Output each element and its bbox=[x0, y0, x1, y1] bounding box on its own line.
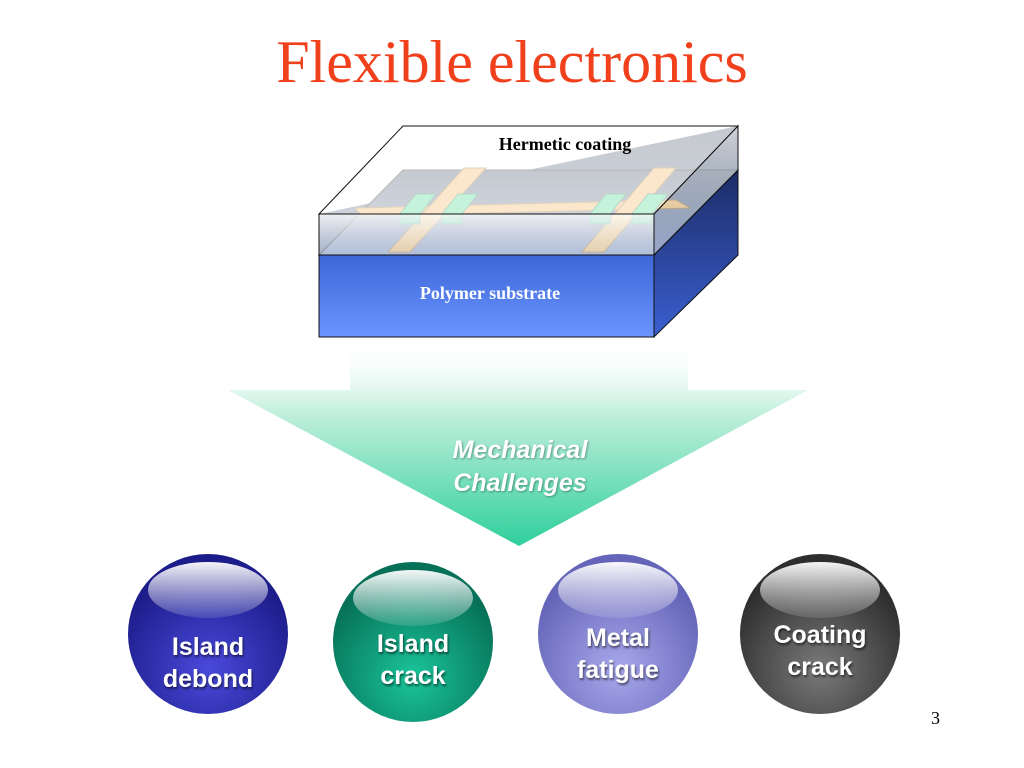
challenge-label-coating-crack: Coating crack bbox=[745, 619, 895, 683]
arrow-label-line1: Mechanical bbox=[452, 436, 588, 464]
bubble-metal-fatigue bbox=[538, 554, 698, 714]
arrow-label-line2: Challenges bbox=[453, 469, 587, 497]
challenges-arrow bbox=[228, 338, 808, 546]
challenge-line1: Coating bbox=[773, 621, 867, 649]
challenge-line1: Island bbox=[171, 633, 245, 661]
polymer-substrate-label: Polymer substrate bbox=[419, 283, 561, 303]
bubble-coating-crack bbox=[740, 554, 900, 714]
challenge-line2: fatigue bbox=[577, 656, 659, 684]
bubble-island-debond bbox=[128, 554, 288, 714]
challenge-label-island-debond: Island debond bbox=[133, 631, 283, 695]
challenge-line2: crack bbox=[380, 662, 446, 690]
challenge-label-metal-fatigue: Metal fatigue bbox=[543, 622, 693, 686]
bubble-island-crack bbox=[333, 562, 493, 722]
challenge-line1: Island bbox=[376, 630, 450, 658]
challenge-line2: crack bbox=[787, 653, 853, 681]
mechanical-challenges-label: Mechanical Challenges bbox=[400, 434, 640, 500]
page-number: 3 bbox=[931, 708, 940, 728]
slide-title: Flexible electronics bbox=[276, 29, 748, 95]
challenge-line2: debond bbox=[162, 665, 254, 693]
challenge-label-island-crack: Island crack bbox=[338, 628, 488, 692]
hermetic-coating bbox=[317, 124, 740, 257]
hermetic-coating-label: Hermetic coating bbox=[498, 134, 632, 154]
challenge-line1: Metal bbox=[586, 624, 650, 652]
